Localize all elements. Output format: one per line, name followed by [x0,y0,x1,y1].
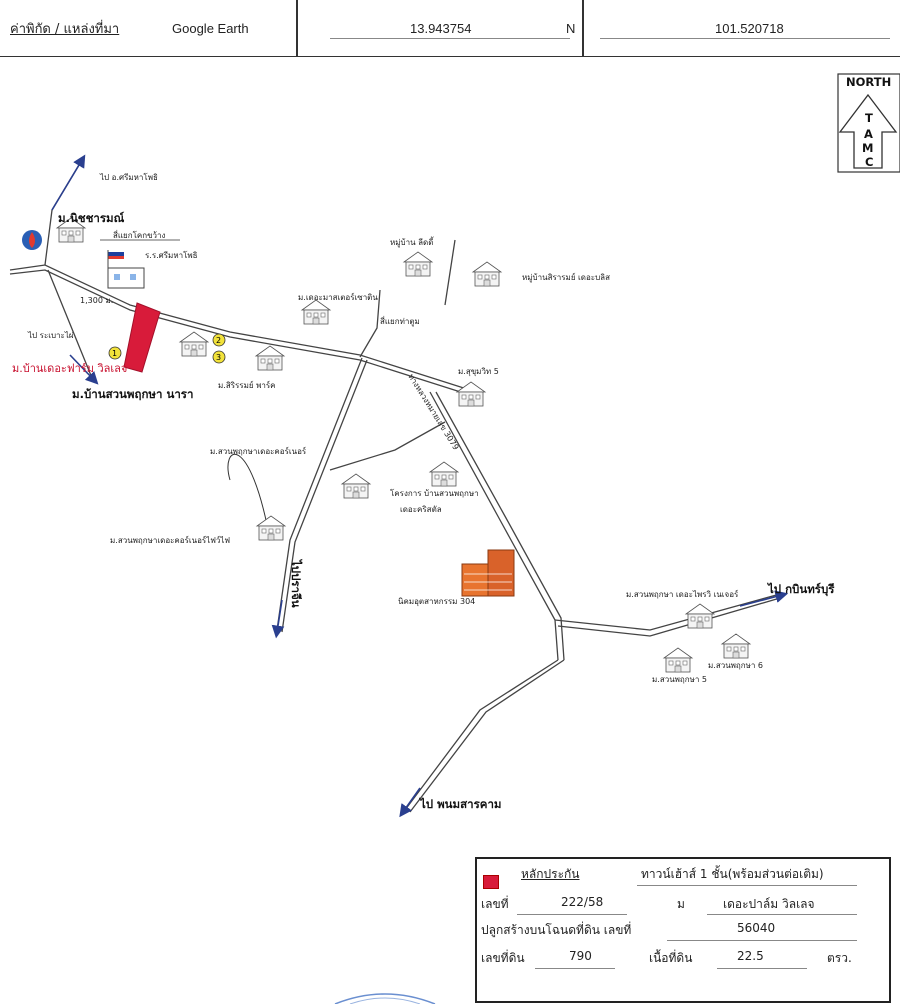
info-no-value: 222/58 [561,895,604,909]
divider [296,0,298,56]
collateral-swatch [483,875,499,889]
collateral-info-box: หลักประกัน ทาวน์เฮ้าส์ 1 ชั้น(พร้อมส่วนต… [475,857,891,1003]
label-nitchaya: ม.นิชชารมณ์ [58,211,125,225]
longitude-value: 101.520718 [715,20,784,36]
coordinate-header: ค่าพิกัด / แหล่งที่มา Google Earth 13.94… [0,0,900,57]
info-moo-label: ม [677,897,685,911]
info-deed-label: ปลูกสร้างบนโฉนดที่ดิน เลขที่ [481,923,632,937]
label-industrial: นิคมอุตสาหกรรม 304 [398,597,475,606]
label-crystal-2: เดอะคริสตัล [400,505,442,514]
location-map: NORTH T A M C [9,73,900,818]
info-land-no-value: 790 [569,949,592,963]
divider [582,0,584,56]
label-distance: 1,300 ม. [80,296,113,305]
latitude-dir: N [566,20,576,36]
label-suan6: ม.สวนพฤกษา 6 [708,661,763,670]
industrial-building-icon [461,549,515,597]
latitude-value: 13.943754 [410,20,472,36]
stamp-mark [334,993,436,1004]
svg-text:A: A [864,127,873,141]
label-siriram-bliss: หมู่บ้านสิรารมย์ เดอะบลิส [522,272,610,283]
label-to-prachin: ไปปราจีน [289,558,303,608]
label-sukhumvit: ม.สุขุมวิท 5 [458,367,499,376]
svg-text:2: 2 [216,336,221,345]
marker-2: 2 [212,333,226,347]
source-value: Google Earth [172,20,249,36]
coord-label: ค่าพิกัด / แหล่งที่มา [10,21,120,37]
info-land-no-label: เลขที่ดิน [481,951,525,965]
label-to-rabong: ไป ระเบาะไผ่ [27,331,74,340]
svg-text:T: T [865,111,873,125]
svg-text:M: M [862,141,873,155]
label-crystal-1: โครงการ บ้านสวนพฤกษา [390,488,479,498]
info-area-value: 22.5 [737,949,764,963]
label-sirirom: ม.สิริรรมย์ พาร์ค [218,380,276,390]
svg-text:C: C [865,155,873,169]
gas-station-icon [22,230,42,250]
marker-3: 3 [212,350,226,364]
svg-text:3: 3 [216,353,221,362]
info-title: หลักประกัน [521,867,580,881]
direction-arrows [51,154,789,818]
info-village: เดอะปาล์ม วิลเลจ [723,897,815,911]
info-area-unit: ตรว. [827,951,852,965]
marker-1: 1 [108,346,122,360]
north-label: NORTH [846,75,891,89]
label-suan-forest: ม.สวนพฤกษา เดอะไพรวิ เนเจอร์ [626,589,739,599]
label-farm-village: ม.บ้านเดอะฟาร์ม วิลเลจ [12,362,127,375]
info-no-label: เลขที่ [481,897,509,911]
label-to-phanom: ไป พนมสารคาม [418,797,502,811]
label-the-master: ม.เดอะมาสเตอร์เซาติน [298,292,378,302]
label-suan-cornor: ม.สวนพฤกษาเดอะคอร์เนอร์ [210,446,307,456]
north-arrow: NORTH T A M C [837,73,900,173]
roads [9,159,781,813]
svg-text:1: 1 [112,349,117,358]
label-suan5: ม.สวนพฤกษา 5 [652,675,707,684]
info-property-type: ทาวน์เฮ้าส์ 1 ชั้น(พร้อมส่วนต่อเติม) [641,867,824,881]
school-icon [107,250,145,289]
label-khok-krabue: สี่แยกโคกขว้าง [113,229,166,240]
label-to-kabin: ไป กบินทร์บุรี [766,582,835,597]
label-school: ร.ร.ศรีมหาโพธิ [145,250,198,260]
collateral-parcel [123,302,161,373]
label-intersection: สี่แยกท่าตูม [380,315,420,327]
label-ldee: หมู่บ้าน ลีดดี้ [390,236,435,248]
label-to-sriphrapho: ไป อ.ศรีมหาโพธิ [99,172,158,182]
label-suan-nara: ม.บ้านสวนพฤกษา นารา [72,387,193,401]
info-deed-value: 56040 [737,921,776,935]
label-suan-cornor2: ม.สวนพฤกษาเดอะคอร์เนอร์ไฟว์ไฟ [110,535,230,545]
info-area-label: เนื้อที่ดิน [649,951,693,965]
